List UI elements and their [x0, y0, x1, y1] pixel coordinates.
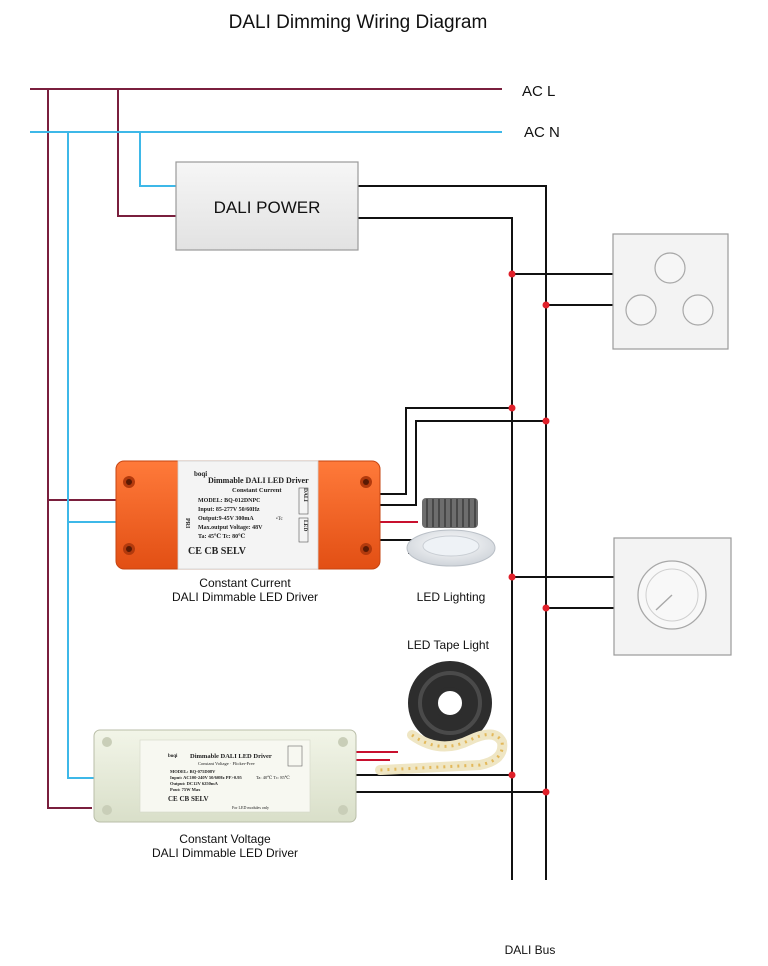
cv-model: MODEL: BQ-075D08V [170, 769, 216, 774]
cc-side-led: LED [302, 520, 308, 531]
cv-caption-line2: DALI Dimmable LED Driver [152, 846, 298, 860]
ac-neutral-wires [30, 131, 502, 779]
cv-power: Pout: 75W Max [170, 787, 201, 792]
cc-input: Input: 85-277V 50/60Hz [198, 507, 260, 513]
cv-output: Output: DC12V 6250mA [170, 781, 219, 786]
cc-caption-line1: Constant Current [199, 576, 291, 590]
bus-junctions [508, 270, 550, 796]
led-output-wires [356, 521, 418, 761]
dali-bus-wires [356, 185, 614, 880]
dali-bus-tails [511, 880, 547, 930]
downlight-icon [406, 498, 496, 567]
cc-side-in: PRI [184, 518, 190, 529]
diagram-title: DALI Dimming Wiring Diagram [229, 12, 488, 33]
dali-power-supply: DALI POWER [175, 161, 359, 251]
cc-max-voltage: Max.output Voltage: 48V [198, 525, 263, 531]
cv-caption-line1: Constant Voltage [179, 832, 271, 846]
dali-bus-label: DALI Bus [505, 943, 556, 957]
wall-panel-3-buttons-icon [612, 233, 729, 350]
cv-temps: Ta: 40℃ Tc: 85℃ [256, 775, 290, 780]
cc-driver: boqi Dimmable DALI LED Driver Constant C… [115, 460, 381, 570]
cc-tc-mark: •Tc [276, 517, 283, 522]
cc-certs: CE CB SELV [188, 546, 247, 557]
cv-subheading: Constant Voltage · Flicker-Free [198, 761, 255, 766]
wall-rotary-dimmer-icon [613, 537, 732, 656]
cv-certs: CE CB SELV [168, 795, 209, 803]
cc-heading: Dimmable DALI LED Driver [208, 476, 309, 485]
cv-heading: Dimmable DALI LED Driver [190, 753, 272, 760]
ac-neutral-label: AC N [524, 124, 560, 141]
cv-input: Input: AC100-240V 50/60Hz PF>0.95 [170, 775, 242, 780]
cc-brand: boqi [194, 470, 207, 478]
cv-driver: boqi Dimmable DALI LED Driver Constant V… [93, 729, 357, 823]
cc-output: Output:9-45V 300mA [198, 516, 254, 522]
cv-note: For LED modules only [232, 805, 269, 810]
cc-subheading: Constant Current [232, 487, 282, 494]
dali-power-label: DALI POWER [214, 198, 321, 217]
led-lighting-label: LED Lighting [417, 590, 486, 604]
cc-temps: Ta: 45℃ Tc: 80℃ [198, 533, 245, 540]
ac-line-label: AC L [522, 83, 555, 100]
cv-brand: boqi [168, 754, 178, 759]
led-tape-reel-icon [375, 661, 508, 775]
cc-side-dali: DALI [302, 488, 308, 502]
led-tape-label: LED Tape Light [407, 638, 490, 652]
cc-model: MODEL: BQ-012DNPC [198, 498, 261, 504]
cc-caption-line2: DALI Dimmable LED Driver [172, 590, 318, 604]
